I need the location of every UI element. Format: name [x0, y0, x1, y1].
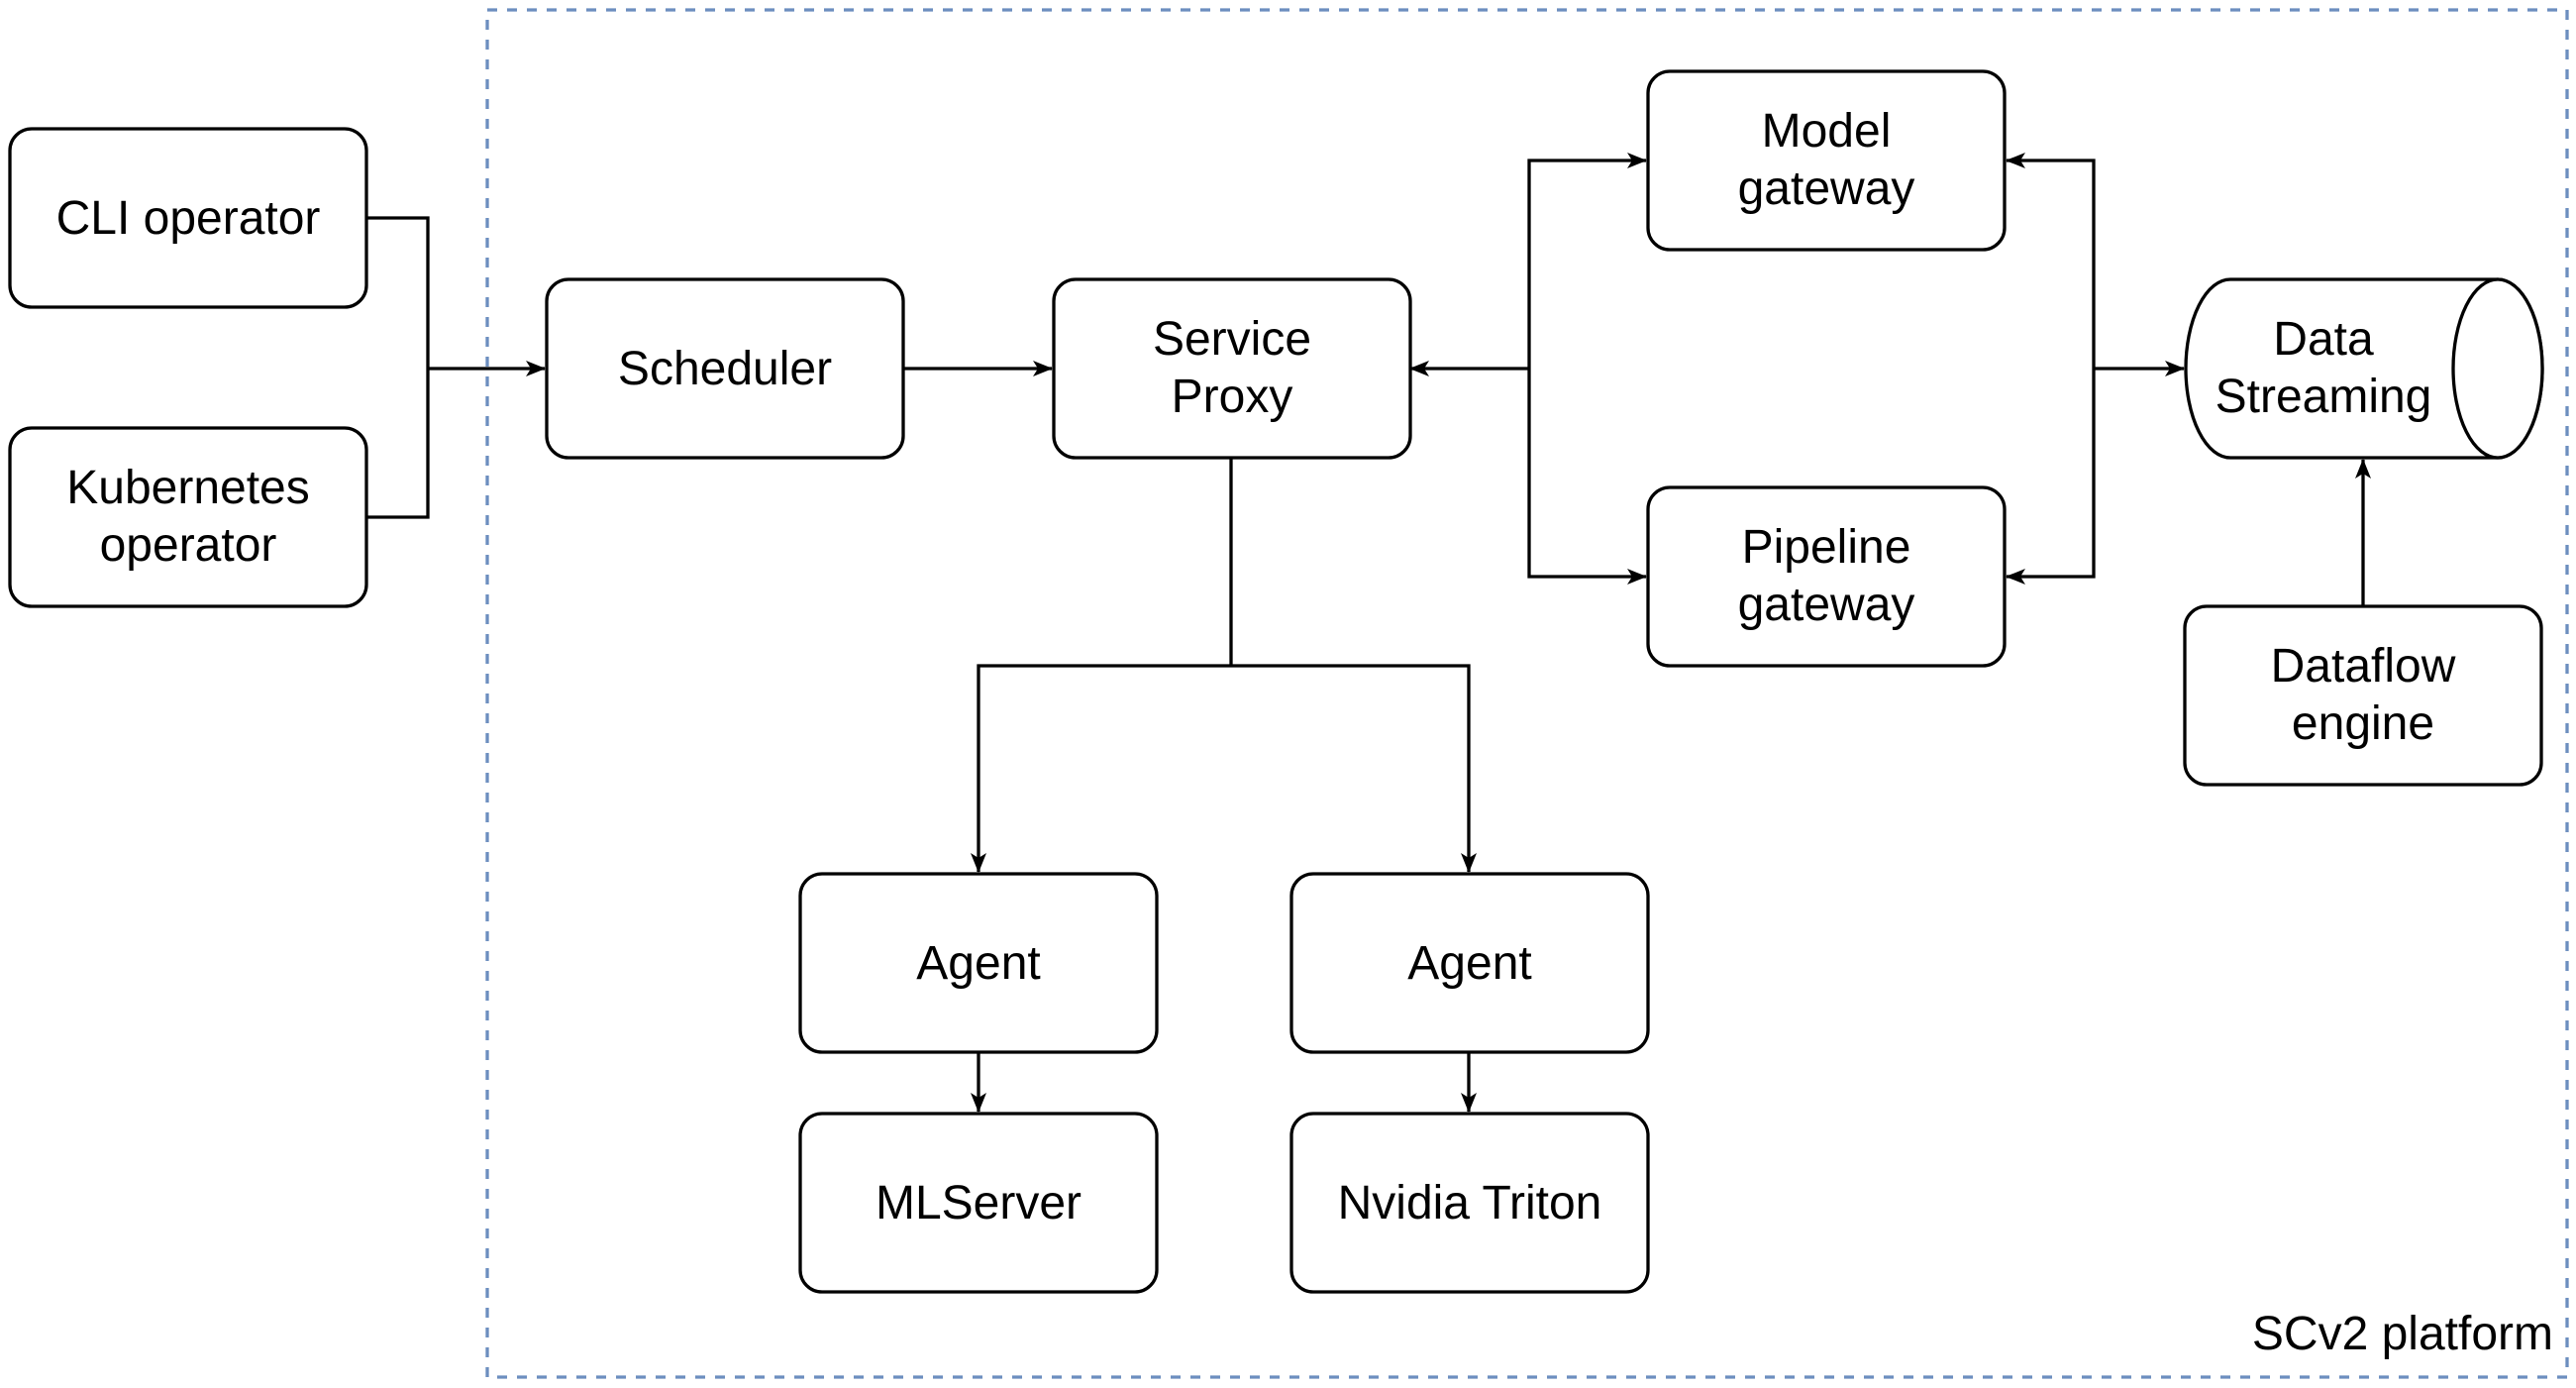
- edge-bus-to-pipeline-gateway: [1527, 369, 1647, 585]
- node-label: gateway: [1738, 162, 1915, 215]
- edge-service-proxy-to-agent-right: [1231, 664, 1477, 873]
- node-dataflow-engine: Dataflow engine: [2183, 604, 2543, 787]
- node-model-gateway: Model gateway: [1646, 69, 2007, 252]
- node-label: Kubernetes: [66, 462, 310, 514]
- node-label: Model: [1762, 105, 1892, 158]
- node-cli-operator: CLI operator: [8, 127, 368, 309]
- edge-stream-bus-to-pipeline-gateway: [2006, 369, 2096, 585]
- edge-bus-to-model-gateway: [1527, 153, 1647, 369]
- node-label: MLServer: [876, 1177, 1082, 1229]
- node-kubernetes-operator: Kubernetes operator: [8, 426, 368, 608]
- node-label: gateway: [1738, 579, 1915, 631]
- node-scheduler: Scheduler: [545, 277, 905, 460]
- node-agent-left: Agent: [798, 872, 1159, 1054]
- edges: [366, 153, 2371, 1113]
- edge-service-proxy-to-agent-left: [971, 664, 1231, 873]
- node-label: Service: [1153, 313, 1311, 366]
- node-mlserver: MLServer: [798, 1112, 1159, 1294]
- node-data-streaming: Data Streaming: [2184, 277, 2544, 460]
- node-service-proxy: Service Proxy: [1052, 277, 1412, 460]
- node-label: Data: [2273, 313, 2374, 366]
- node-label: Nvidia Triton: [1338, 1177, 1602, 1229]
- platform-boundary: [485, 8, 2569, 1379]
- node-label: Agent: [1407, 937, 1531, 990]
- node-nvidia-triton: Nvidia Triton: [1289, 1112, 1650, 1294]
- node-label: Proxy: [1172, 371, 1293, 423]
- node-label: Scheduler: [618, 343, 832, 395]
- edge-cli-to-scheduler: [366, 216, 430, 369]
- platform-label: SCv2 platform: [2252, 1308, 2553, 1360]
- node-pipeline-gateway: Pipeline gateway: [1646, 485, 2007, 668]
- edge-stream-bus-to-model-gateway: [2006, 153, 2096, 369]
- edge-kubernetes-to-scheduler: [366, 369, 430, 519]
- node-label: Streaming: [2215, 371, 2432, 423]
- node-label: Agent: [916, 937, 1040, 990]
- node-label: CLI operator: [56, 192, 321, 245]
- node-label: Pipeline: [1742, 521, 1911, 574]
- node-label: engine: [2292, 697, 2434, 750]
- node-label: operator: [100, 519, 277, 572]
- node-agent-right: Agent: [1289, 872, 1650, 1054]
- node-label: Dataflow: [2271, 640, 2456, 693]
